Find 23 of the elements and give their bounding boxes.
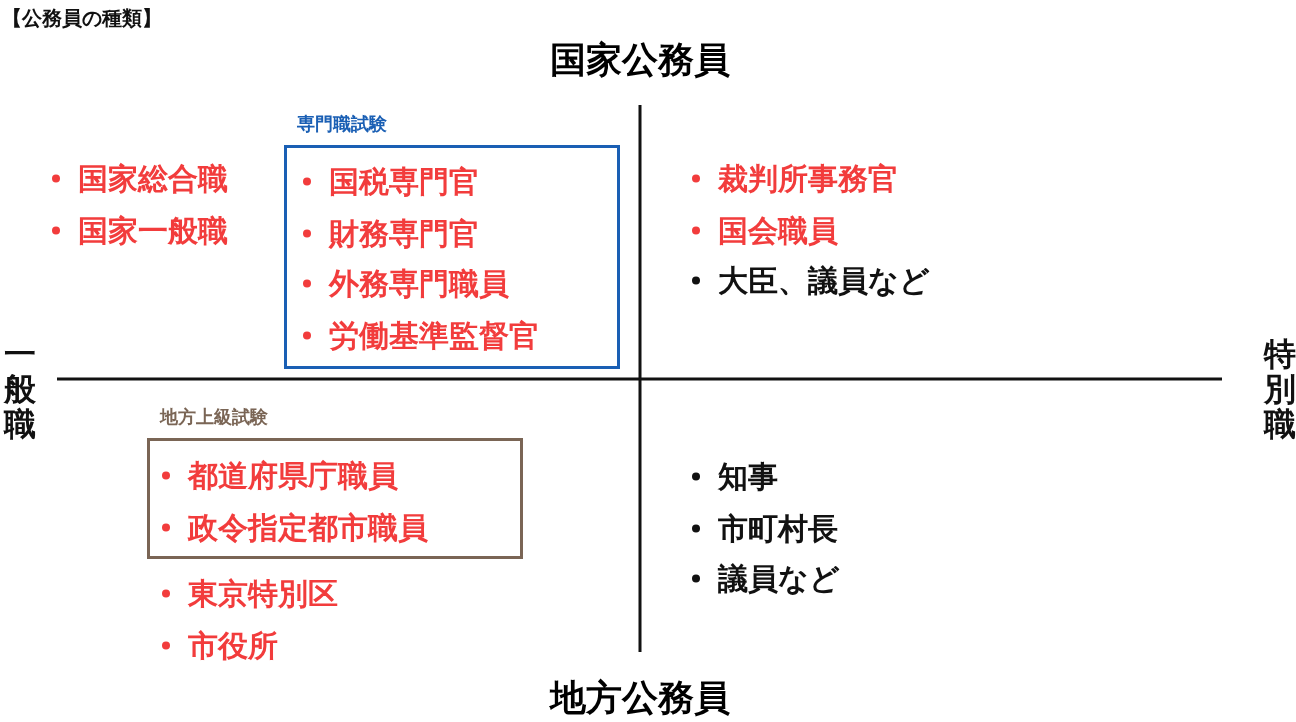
- list-item: 国家総合職: [50, 161, 228, 195]
- list-item: 東京特別区: [160, 576, 338, 610]
- title: 【公務員の種類】: [2, 7, 162, 29]
- list-item: 国税専門官: [301, 164, 479, 198]
- list-item: 市町村長: [690, 511, 838, 545]
- list-item: 国会職員: [690, 213, 838, 247]
- quadrant-heading: 地方公務員: [550, 678, 730, 718]
- group-heading: 専門職試験: [297, 114, 387, 134]
- list-item: 国家一般職: [50, 213, 228, 247]
- axis-label: 一般職: [4, 337, 36, 443]
- quadrant-heading: 国家公務員: [550, 40, 730, 80]
- list-item: 政令指定都市職員: [160, 510, 428, 544]
- list-item: 労働基準監督官: [301, 318, 539, 352]
- list-item: 都道府県庁職員: [160, 458, 398, 492]
- list-item: 外務専門職員: [301, 266, 509, 300]
- list-item: 大臣、議員など: [690, 263, 930, 297]
- group-heading: 地方上級試験: [160, 407, 268, 427]
- list-item: 裁判所事務官: [690, 161, 898, 195]
- list-item: 知事: [690, 459, 778, 493]
- list-item: 市役所: [160, 628, 278, 662]
- list-item: 議員など: [690, 561, 840, 595]
- list-item: 財務専門官: [301, 216, 479, 250]
- axis-label: 特別職: [1264, 337, 1296, 443]
